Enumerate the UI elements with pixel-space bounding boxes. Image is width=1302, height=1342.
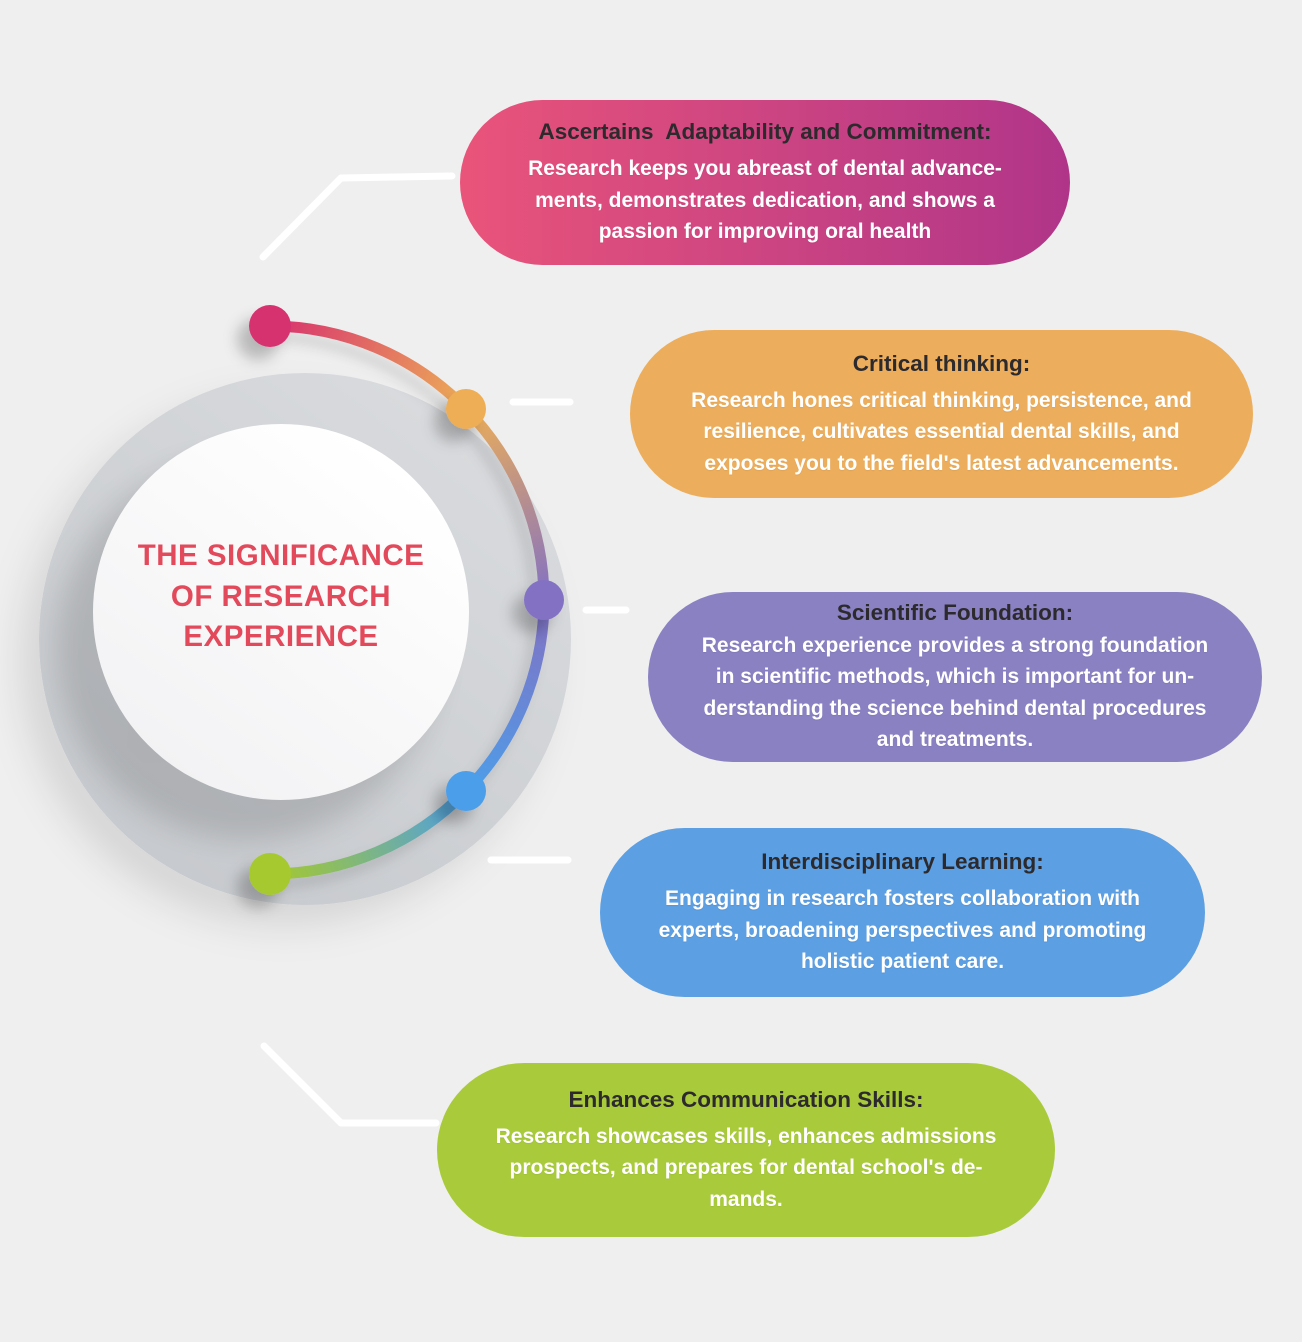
card-interdisciplinary-learning: Interdisciplinary Learning: Engaging in … (600, 828, 1205, 997)
interdisciplinary-dot (446, 771, 486, 811)
adaptability-dot (249, 305, 291, 347)
page-title: THE SIGNIFICANCE OF RESEARCH EXPERIENCE (137, 539, 425, 654)
communication-dot (249, 853, 291, 895)
card-body: Research showcases skills, enhances admi… (495, 1124, 997, 1211)
card-communication-skills: Enhances Communication Skills: Research … (437, 1063, 1055, 1237)
card-heading: Critical thinking: (852, 350, 1031, 376)
arc-segment-1 (264, 320, 472, 415)
card-body: Research experience provides a strong fo… (701, 633, 1209, 752)
inner-white-circle (93, 424, 469, 800)
card-critical-thinking: Critical thinking: Research hones critic… (630, 330, 1253, 498)
card-heading: Interdisciplinary Learning: (761, 849, 1044, 875)
timeline-arc (264, 320, 550, 880)
scientific-foundation-dot (524, 580, 564, 620)
critical-thinking-dot (446, 389, 486, 429)
card-adaptability-commitment: Ascertains Adaptability and Commitment: … (460, 100, 1070, 265)
connector-communication (260, 1042, 440, 1127)
card-scientific-foundation: Scientific Foundation: Research experien… (648, 592, 1262, 762)
arc-segment-3 (460, 594, 550, 797)
card-heading: Ascertains Adaptability and Commitment: (538, 119, 992, 145)
card-body: Engaging in research fosters collaborati… (658, 887, 1147, 974)
card-body: Research hones critical thinking, persis… (691, 388, 1192, 475)
card-body: Research keeps you abreast of dental adv… (528, 157, 1002, 244)
card-heading: Scientific Foundation: (836, 600, 1074, 626)
arc-segment-2 (460, 403, 550, 606)
connector-adaptability (259, 172, 456, 261)
card-heading: Enhances Communication Skills: (568, 1086, 924, 1112)
arc-segment-4 (264, 785, 472, 880)
connector-lines (259, 172, 630, 1127)
